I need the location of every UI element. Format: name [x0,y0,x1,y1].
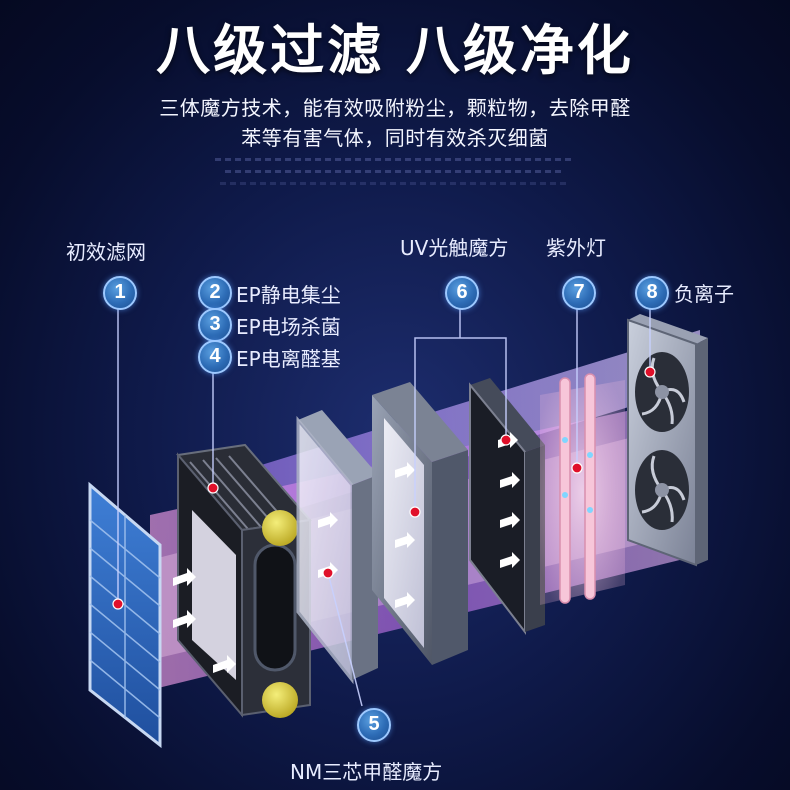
stage-7-badge: 7 [562,276,596,310]
stage-1-badge: 1 [103,276,137,310]
stage-1-label: 初效滤网 [66,240,146,264]
stage-4-label: EP电离醛基 [236,347,341,371]
stage-1-prefilter [88,481,162,749]
stage-2-badge: 2 [198,276,232,310]
reflection-decoration [215,158,575,161]
stage-5-badge: 5 [357,708,391,742]
stage-2-4-electrostatic-module [176,443,312,718]
stage-8-label: 负离子 [674,282,734,306]
marker-dots [112,366,656,610]
page-title: 八级过滤 八级净化 [156,19,634,82]
stage-7-label: 紫外灯 [546,236,606,260]
stage-6-uv-photocatalyst-frame [372,382,468,665]
uv-lamp-icon [540,373,625,605]
stage-3-badge: 3 [198,308,232,342]
reflection-decoration [220,182,570,185]
stage-4-badge: 4 [198,340,232,374]
stage-6-label: UV光触魔方 [400,236,509,260]
stage-5-label: NM三芯甲醛魔方 [290,760,443,784]
leader-lines [117,306,651,707]
fan-icon [627,314,708,567]
stage-3-label: EP电场杀菌 [236,315,341,339]
subtitle-line-1: 三体魔方技术，能有效吸附粉尘，颗粒物，去除甲醛 [159,96,631,120]
subtitle-line-2: 苯等有害气体，同时有效杀灭细菌 [241,126,549,150]
stage-2-label: EP静电集尘 [236,283,341,307]
stage-6-badge: 6 [445,276,479,310]
stage-8-badge: 8 [635,276,669,310]
reflection-decoration [225,170,565,173]
